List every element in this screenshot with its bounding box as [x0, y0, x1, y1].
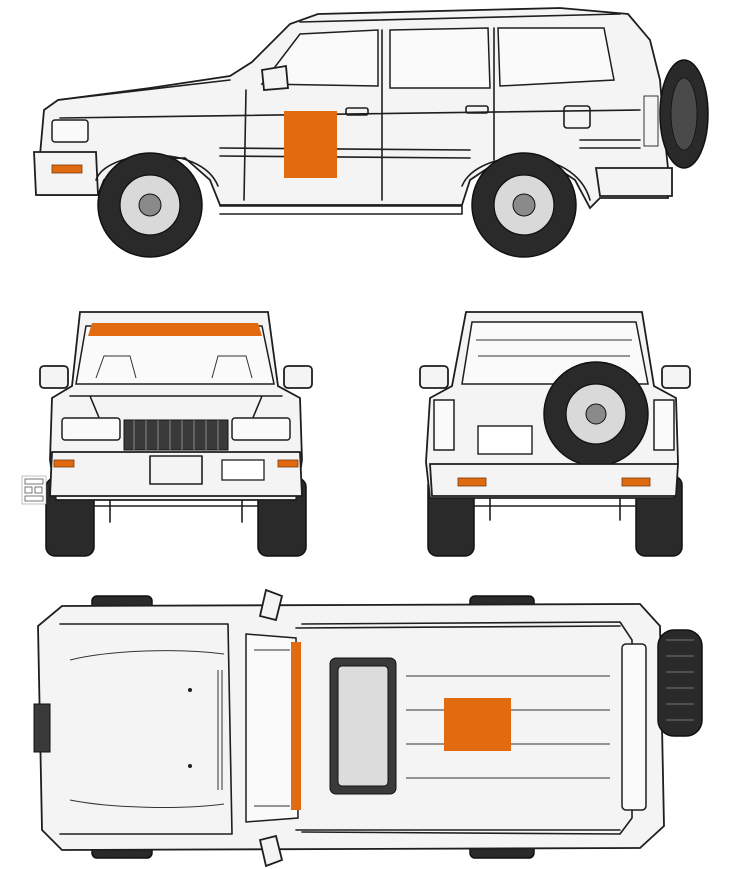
side-view [33, 7, 709, 258]
rear-left-tail-light [433, 399, 455, 451]
side-trim-stripe [219, 147, 471, 159]
fuel-door [563, 105, 591, 129]
front-view-left-mirror [39, 365, 69, 389]
top-front-bumper-edge [33, 703, 51, 753]
rear-right-reflector [621, 477, 651, 487]
front-view-seats [95, 355, 253, 379]
windshield-side-strip [291, 642, 301, 810]
top-sunroof-glass [337, 665, 389, 787]
front-left-signal [53, 459, 75, 468]
front-view-right-mirror [283, 365, 313, 389]
rear-license-plate [477, 425, 533, 455]
rear-view-right-mirror [661, 365, 691, 389]
rear-axle [473, 497, 637, 521]
side-front-marker [51, 164, 83, 174]
top-roof-rails [295, 625, 621, 831]
front-door-edge [243, 89, 247, 201]
side-window-rear [497, 27, 615, 87]
rear-spare-tire [543, 361, 649, 467]
rear-defroster-lines [476, 339, 632, 357]
rear-view [419, 311, 691, 557]
side-front-bumper [33, 151, 99, 196]
top-cowl-vents [217, 670, 223, 790]
rear-right-tail-light [653, 399, 675, 451]
grille-slats [133, 420, 219, 450]
front-view [39, 311, 313, 557]
rear-view-left-mirror [419, 365, 449, 389]
front-door-handle [345, 107, 369, 116]
top-hood-creases [69, 650, 225, 808]
top-dash-lines [254, 649, 290, 807]
roof-rack-line [299, 13, 621, 23]
windshield-top-strip [88, 323, 262, 336]
side-spare-tire [659, 59, 709, 169]
front-left-headlight [61, 417, 121, 441]
front-winch-mount [149, 455, 203, 485]
top-hood-outline [59, 623, 233, 835]
rear-left-reflector [457, 477, 487, 487]
front-right-signal [277, 459, 299, 468]
side-rear-bumper [594, 167, 673, 197]
hood-pin-2 [188, 764, 192, 768]
vehicle-views-thumbnail-icon [21, 475, 47, 505]
side-front-wheel [97, 152, 203, 258]
hood-pin-1 [188, 688, 192, 692]
top-left-mirror [258, 588, 284, 622]
side-tail-light [643, 95, 659, 147]
rear-bumper [429, 463, 679, 497]
front-grille [123, 419, 229, 451]
side-mirror [261, 64, 289, 91]
top-right-mirror [258, 834, 284, 868]
top-rear-glass [621, 643, 647, 811]
side-rocker [219, 205, 463, 215]
side-window-front [260, 29, 379, 87]
hood-line [57, 79, 231, 101]
belt-line [59, 109, 641, 119]
rear-side-trim [579, 139, 641, 149]
top-spare-tire [657, 629, 703, 737]
side-rear-wheel [471, 152, 577, 258]
top-view [33, 588, 703, 868]
front-hood-lines [69, 395, 283, 421]
side-headlight [51, 119, 89, 143]
front-right-headlight [231, 417, 291, 441]
roof-decal-area [444, 698, 511, 751]
side-window-middle [389, 27, 491, 89]
front-license-plate [221, 459, 265, 481]
top-windshield [245, 633, 299, 823]
front-axle [93, 499, 259, 523]
rear-door-handle [465, 105, 489, 114]
front-door-decal-area [284, 111, 337, 178]
